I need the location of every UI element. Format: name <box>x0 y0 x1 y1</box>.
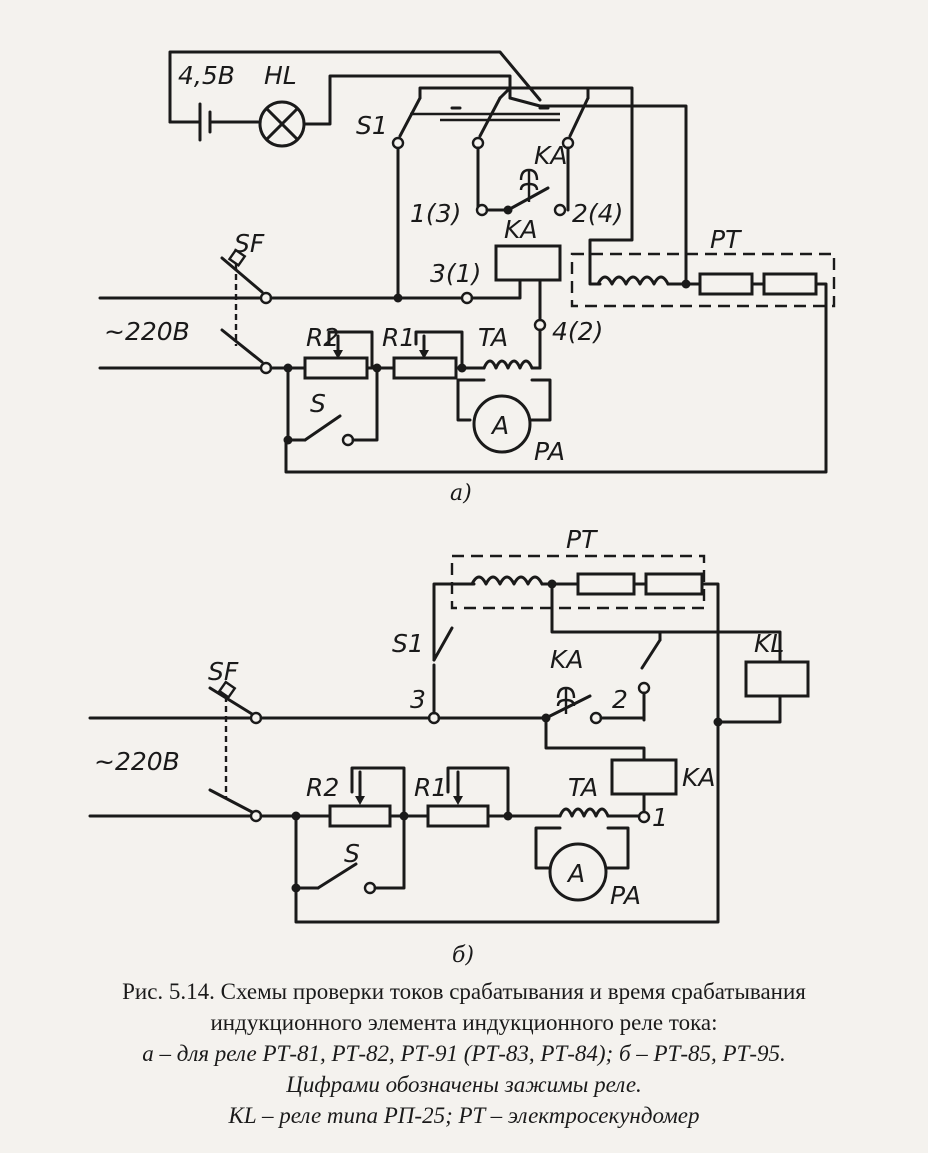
terminal-42-label: 4(2) <box>552 317 603 346</box>
timer-pt-label-a: PT <box>710 225 742 254</box>
terminal-2-label: 2 <box>612 685 628 714</box>
relay-coil-ka-b <box>610 758 678 796</box>
terminal-31-label: 3(1) <box>430 259 481 288</box>
coil-ka-label-a: KA <box>504 215 538 244</box>
switch-s-label-a: S <box>310 389 326 418</box>
battery-label-a: 4,5В <box>178 61 235 90</box>
contact-ka-label-a: KA <box>534 141 568 170</box>
timer-pt-b <box>450 554 706 610</box>
caption-line-4: Цифрами обозначены зажимы реле. <box>286 1072 642 1097</box>
caption-line-1: Рис. 5.14. Схемы проверки токов срабатыв… <box>122 979 806 1004</box>
caption-line-2: индукционного элемента индукционного рел… <box>210 1010 718 1035</box>
r2-label-b: R2 <box>306 773 339 802</box>
r2-label-a: R2 <box>306 323 339 352</box>
lamp-hl <box>258 100 306 148</box>
contact-ka-label-b: KA <box>550 645 584 674</box>
ta-label-a: TA <box>478 323 508 352</box>
rheostat-r1-b <box>426 804 490 828</box>
coil-ka-label-b: KA <box>682 763 716 792</box>
terminal-3-label: 3 <box>410 685 426 714</box>
ammeter-symbol-b: A <box>566 859 585 888</box>
timer-pt-label-b: PT <box>566 525 598 554</box>
caption-line-3: а – для реле РТ-81, РТ-82, РТ-91 (РТ-83,… <box>142 1041 786 1066</box>
relay-coil-ka-a <box>494 244 562 282</box>
rheostat-r1-a <box>392 356 458 380</box>
supply-label-b: ~220В <box>94 747 180 776</box>
ammeter-symbol-a: A <box>490 411 509 440</box>
breaker-sf-b <box>208 680 263 823</box>
switch-s1-label-b: S1 <box>392 629 424 658</box>
lamp-label-a: HL <box>264 61 297 90</box>
ammeter-label-b: PA <box>610 881 641 910</box>
figure-caption: Рис. 5.14. Схемы проверки токов срабатыв… <box>0 976 928 1131</box>
sublabel-b: б) <box>452 943 474 968</box>
relay-kl <box>744 660 810 698</box>
terminal-13-label: 1(3) <box>410 199 461 228</box>
switch-s1-label-a: S1 <box>356 111 388 140</box>
r1-label-a: R1 <box>382 323 415 352</box>
diagram-a: 4,5В HL S1 KA 1(3) 2(4) KA 3(1) 4(2) PT … <box>98 50 836 506</box>
breaker-sf-a <box>220 248 273 375</box>
rheostat-r2-b <box>328 804 392 828</box>
terminal-24-label: 2(4) <box>572 199 623 228</box>
ta-label-b: TA <box>568 773 598 802</box>
breaker-sf-label-b: SF <box>208 657 239 686</box>
ammeter-pa-a <box>472 394 532 454</box>
caption-line-5: KL – реле типа РП-25; PT – электросекунд… <box>228 1103 700 1128</box>
switch-s-label-b: S <box>344 839 360 868</box>
rheostat-r2-a <box>303 356 369 380</box>
diagram-b: PT S1 KL SF KA 3 2 ~220В R2 R1 TA KA 1 S… <box>88 525 810 968</box>
relay-kl-label: KL <box>754 629 784 658</box>
terminal-1-label: 1 <box>652 803 668 832</box>
breaker-sf-label-a: SF <box>234 229 265 258</box>
supply-label-a: ~220В <box>104 317 190 346</box>
sublabel-a: а) <box>450 481 472 506</box>
timer-pt-a <box>570 252 836 308</box>
ammeter-label-a: PA <box>534 437 565 466</box>
ammeter-pa-b <box>548 842 608 902</box>
r1-label-b: R1 <box>414 773 447 802</box>
